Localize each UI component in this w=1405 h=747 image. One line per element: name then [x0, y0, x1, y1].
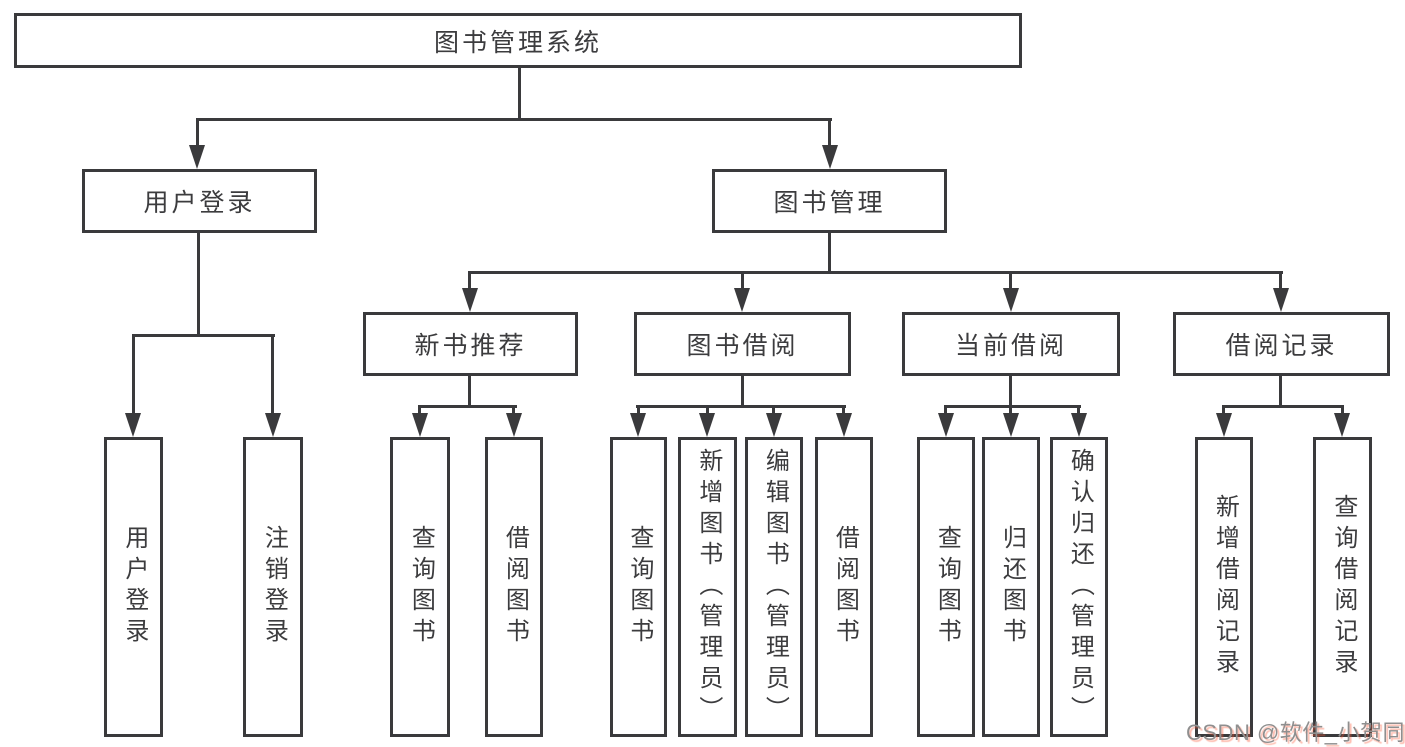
connector-to-current-borrow	[1009, 274, 1012, 290]
connector-to-leaf-add-record	[1222, 408, 1225, 415]
arrowhead-to-leaf-borrow-book-1	[506, 413, 522, 437]
node-new-book-label: 新书推荐	[414, 332, 527, 360]
connector-to-book-borrow	[741, 274, 744, 290]
connector-to-leaf-logout	[271, 337, 274, 415]
leaf-confirm-return-admin: 确认归还（管理员）	[1050, 437, 1108, 737]
leaf-borrow-book-newbook: 借阅图书	[485, 437, 543, 737]
arrowhead-to-leaf-return-book	[1003, 413, 1019, 437]
leaf-query-borrow-record: 查询借阅记录	[1313, 437, 1372, 737]
connector-book-borrow-stem	[741, 376, 744, 407]
connector-to-leaf-query-book-2	[637, 408, 640, 415]
leaf-query-borrow-record-label: 查询借阅记录	[1329, 494, 1357, 680]
leaf-return-book-label: 归还图书	[998, 525, 1026, 649]
leaf-add-book-admin: 新增图书（管理员）	[678, 437, 737, 737]
leaf-borrow-book-label: 借阅图书	[831, 525, 859, 649]
connector-to-leaf-query-record	[1341, 408, 1344, 415]
connector-to-book-mgmt	[828, 121, 831, 147]
leaf-borrow-book: 借阅图书	[815, 437, 873, 737]
leaf-edit-book-admin-label: 编辑图书（管理员）	[761, 447, 789, 727]
connector-new-book-branch	[418, 405, 517, 408]
leaf-logout: 注销登录	[243, 437, 303, 737]
connector-to-leaf-query-book-1	[418, 408, 421, 415]
arrowhead-to-borrow-record	[1273, 288, 1289, 312]
leaf-query-book-newbook: 查询图书	[390, 437, 450, 737]
connector-book-mgmt-stem	[828, 233, 831, 273]
arrowhead-to-leaf-add-record	[1216, 413, 1232, 437]
connector-to-leaf-borrow-book-1	[512, 408, 515, 415]
arrowhead-to-leaf-query-book-3	[938, 413, 954, 437]
connector-borrow-record-branch	[1222, 405, 1344, 408]
node-current-borrow: 当前借阅	[902, 312, 1120, 376]
connector-to-leaf-query-book-3	[944, 408, 947, 415]
connector-to-new-book	[468, 274, 471, 290]
node-borrow-record: 借阅记录	[1173, 312, 1390, 376]
arrowhead-to-current-borrow	[1003, 288, 1019, 312]
arrowhead-to-leaf-user-login	[125, 413, 141, 437]
arrowhead-to-leaf-edit-book	[766, 413, 782, 437]
leaf-return-book: 归还图书	[982, 437, 1040, 737]
arrowhead-to-leaf-query-book-1	[412, 413, 428, 437]
arrowhead-to-leaf-query-book-2	[630, 413, 646, 437]
arrowhead-to-new-book	[462, 288, 478, 312]
node-user-login-label: 用户登录	[143, 189, 256, 217]
connector-to-leaf-add-book	[706, 408, 709, 415]
connector-user-login-branch	[132, 334, 275, 337]
arrowhead-to-leaf-confirm-return	[1071, 413, 1087, 437]
connector-book-borrow-branch	[636, 405, 846, 408]
connector-user-login-stem	[197, 233, 200, 337]
connector-to-leaf-edit-book	[772, 408, 775, 415]
connector-new-book-stem	[468, 376, 471, 407]
csdn-watermark: CSDN @软件_小贺同学	[1186, 720, 1405, 745]
connector-to-leaf-borrow-book-2	[842, 408, 845, 415]
node-current-borrow-label: 当前借阅	[954, 332, 1067, 360]
node-book-mgmt: 图书管理	[712, 169, 947, 233]
connector-to-leaf-user-login	[132, 337, 135, 415]
leaf-query-book-borrow-label: 查询图书	[625, 525, 653, 649]
node-book-borrow-label: 图书借阅	[686, 332, 799, 360]
connector-book-mgmt-branch	[468, 271, 1283, 274]
arrowhead-to-book-mgmt	[822, 145, 838, 169]
arrowhead-to-leaf-add-book	[699, 413, 715, 437]
connector-root-branch	[196, 118, 832, 121]
arrowhead-to-leaf-borrow-book-2	[836, 413, 852, 437]
arrowhead-to-book-borrow	[734, 288, 750, 312]
connector-to-user-login	[196, 121, 199, 147]
node-new-book: 新书推荐	[363, 312, 578, 376]
connector-current-borrow-stem	[1009, 376, 1012, 407]
leaf-query-book-borrow: 查询图书	[610, 437, 667, 737]
arrowhead-to-leaf-logout	[265, 413, 281, 437]
leaf-query-book-current-label: 查询图书	[933, 525, 961, 649]
leaf-borrow-book-newbook-label: 借阅图书	[501, 525, 529, 649]
arrowhead-to-user-login	[189, 145, 205, 169]
connector-current-borrow-branch	[944, 405, 1081, 408]
leaf-edit-book-admin: 编辑图书（管理员）	[745, 437, 803, 737]
connector-to-borrow-record	[1279, 274, 1282, 290]
arrowhead-to-leaf-query-record	[1334, 413, 1350, 437]
connector-to-leaf-confirm-return	[1077, 408, 1080, 415]
leaf-query-book-current: 查询图书	[917, 437, 975, 737]
leaf-query-book-newbook-label: 查询图书	[407, 525, 435, 649]
leaf-user-login: 用户登录	[104, 437, 163, 737]
node-system-root-label: 图书管理系统	[433, 28, 602, 57]
leaf-add-borrow-record-label: 新增借阅记录	[1211, 494, 1239, 680]
connector-to-leaf-return-book	[1009, 408, 1012, 415]
leaf-add-book-admin-label: 新增图书（管理员）	[694, 447, 722, 727]
leaf-logout-label: 注销登录	[260, 525, 288, 649]
node-book-borrow: 图书借阅	[634, 312, 851, 376]
node-system-root: 图书管理系统	[14, 13, 1022, 68]
leaf-add-borrow-record: 新增借阅记录	[1195, 437, 1253, 737]
node-book-mgmt-label: 图书管理	[773, 189, 886, 217]
connector-root-stem	[518, 68, 521, 120]
leaf-user-login-label: 用户登录	[120, 525, 148, 649]
leaf-confirm-return-admin-label: 确认归还（管理员）	[1066, 447, 1094, 727]
node-borrow-record-label: 借阅记录	[1225, 332, 1338, 360]
node-user-login: 用户登录	[82, 169, 317, 233]
connector-borrow-record-stem	[1279, 376, 1282, 407]
